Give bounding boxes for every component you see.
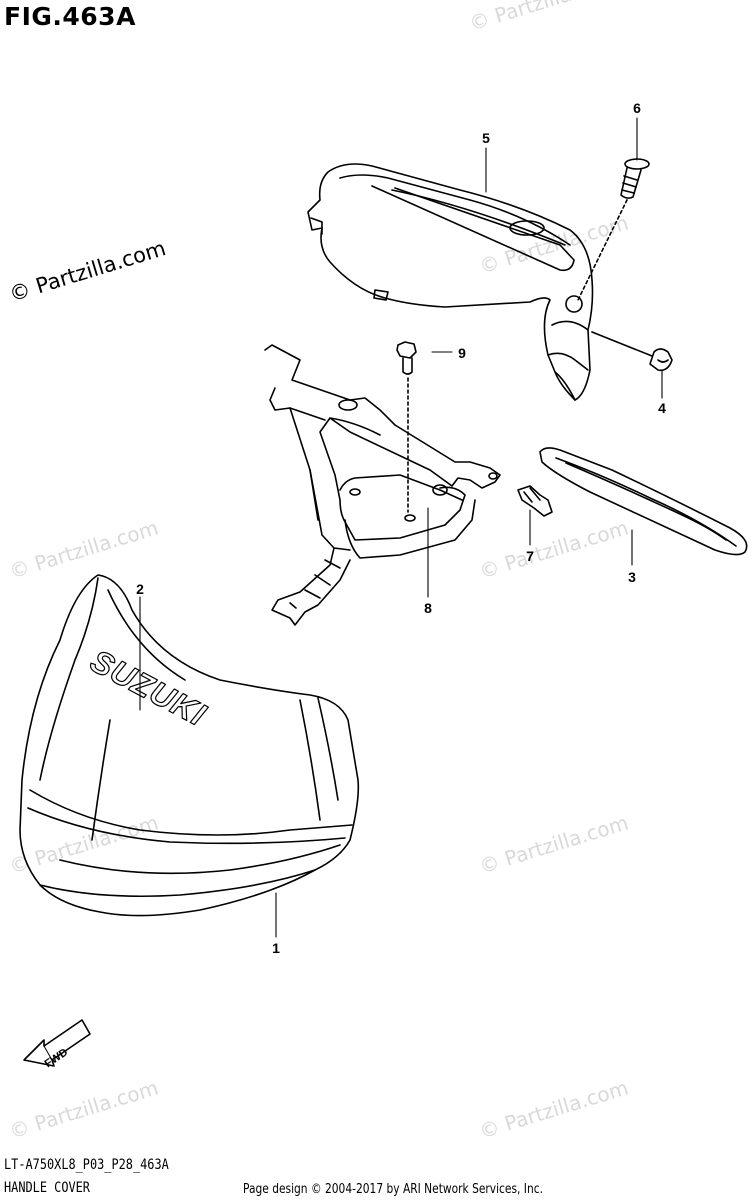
page-credit: Page design © 2004-2017 by ARI Network S… — [243, 1182, 543, 1197]
leader-lines — [139, 117, 663, 938]
brand-lettering: SUZUKI — [85, 642, 212, 733]
forward-direction-arrow — [23, 1019, 91, 1067]
callout-7: 7 — [526, 548, 534, 564]
callout-6: 6 — [633, 100, 641, 116]
section-name: HANDLE COVER — [4, 1180, 90, 1196]
clip-drawing — [649, 348, 673, 372]
rear-handle-cover-drawing — [307, 163, 594, 401]
bolt-drawing — [396, 341, 417, 375]
callout-3: 3 — [628, 569, 636, 585]
callout-1: 1 — [272, 940, 280, 956]
figure-title: FIG.463A — [4, 2, 136, 31]
nut-drawing — [517, 485, 553, 517]
bracket-drawing — [264, 344, 501, 626]
front-handle-cover-drawing — [19, 574, 360, 917]
callout-2: 2 — [136, 581, 144, 597]
suzuki-emblem-drawing: SUZUKI — [84, 642, 213, 734]
model-code: LT-A750XL8_P03_P28_463A — [4, 1157, 169, 1173]
callout-4: 4 — [658, 400, 666, 416]
screw-drawing — [620, 158, 650, 199]
callout-8: 8 — [424, 600, 432, 616]
meter-visor-drawing — [539, 447, 748, 556]
callout-9: 9 — [458, 345, 466, 361]
callout-5: 5 — [482, 130, 490, 146]
